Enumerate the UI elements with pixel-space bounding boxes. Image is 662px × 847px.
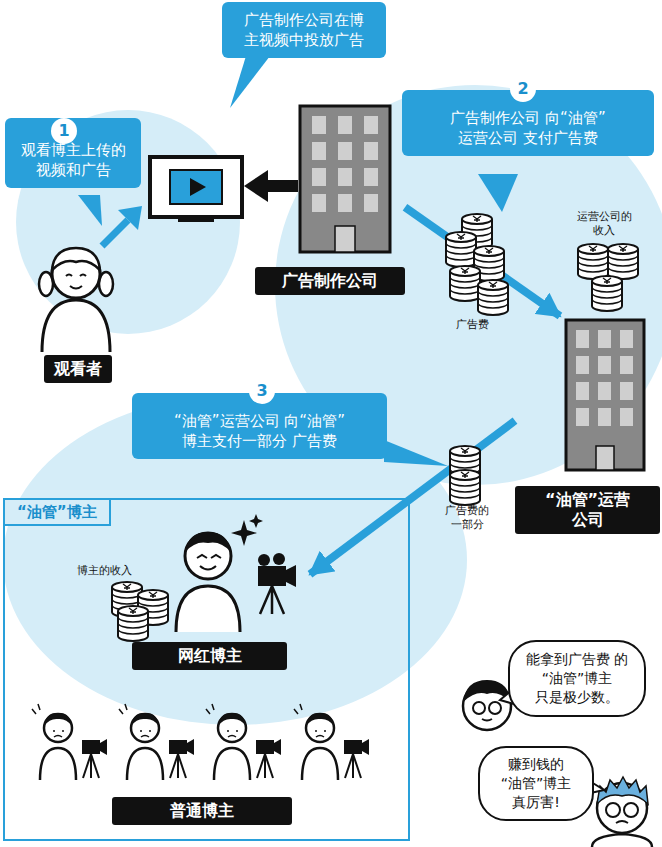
figure-label: 观看者 [40, 355, 116, 383]
figure-label: 普通博主 [112, 797, 292, 825]
callout-number: 3 [249, 378, 275, 404]
node-text: 广告制作公司 [255, 267, 405, 295]
callout-number: 2 [510, 76, 536, 102]
note-label: 广告费 [442, 318, 502, 332]
speech-bubble: 赚到钱的 “油管”博主 真厉害! [478, 746, 594, 821]
node-text: 能拿到广告费 的“油管”博主 只是极少数。 [521, 650, 633, 707]
flow-arrow [405, 207, 560, 316]
note-label: 广告费的 一部分 [434, 504, 500, 532]
node-text: 观看博主上传的 视频和广告 [13, 140, 133, 180]
node-text: 网红博主 [132, 642, 287, 670]
speech-bubble: 能拿到广告费 的“油管”博主 只是极少数。 [508, 640, 646, 717]
node-text: 广告制作公司在博 主视频中投放广告 [234, 10, 374, 50]
node-text: “油管”运营公司 向“油管”博主支付一部分 广告费 [154, 411, 366, 451]
callout-number: 1 [51, 118, 77, 144]
callout-bubble: 广告制作公司在博 主视频中投放广告 [222, 2, 386, 58]
region-heading: “油管”博主 [5, 500, 111, 526]
note-label: 博主的收入 [64, 564, 144, 578]
node-text: “油管”运营 公司 [515, 486, 660, 534]
building-label: “油管”运营 公司 [515, 316, 660, 534]
note-label: 运营公司的 收入 [566, 210, 642, 238]
node-text: 观看者 [44, 355, 112, 383]
node-text: 赚到钱的 “油管”博主 真厉害! [488, 755, 584, 812]
node-text: 广告制作公司 向“油管”运营公司 支付广告费 [443, 108, 613, 148]
node-text: 普通博主 [112, 797, 292, 825]
group-region: “油管”博主网红博主普通博主 [3, 498, 410, 841]
figure-label: 网红博主 [132, 527, 310, 670]
building-label: 广告制作公司 [255, 100, 405, 295]
